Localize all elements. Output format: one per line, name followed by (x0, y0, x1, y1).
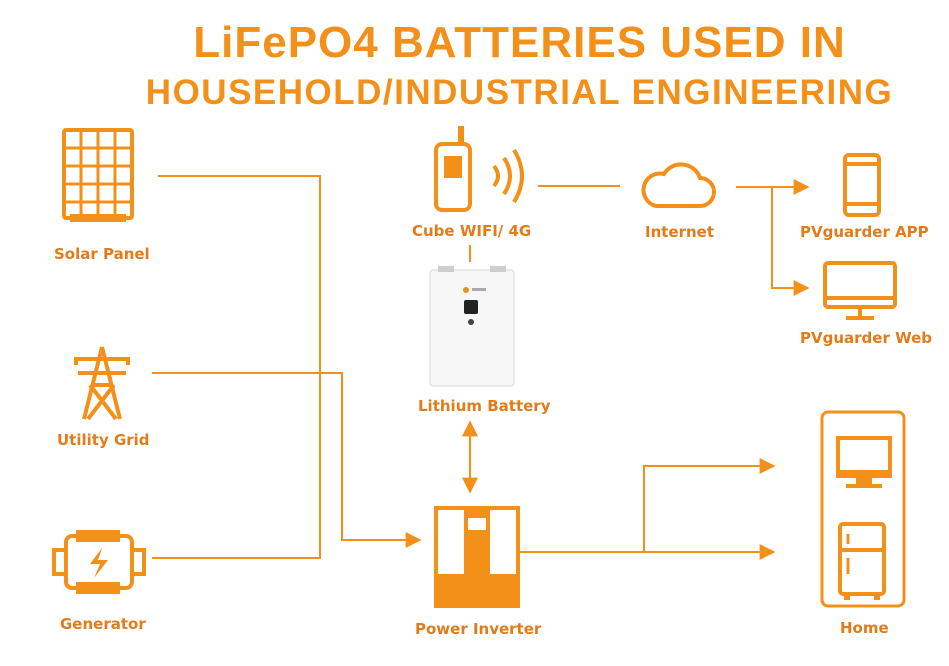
wifi-signal-icon (488, 148, 528, 209)
utility-tower-icon (70, 345, 134, 426)
generator-icon (52, 530, 148, 599)
grid-line (152, 372, 422, 548)
internet-label: Internet (645, 223, 715, 241)
power-inverter-label: Power Inverter (415, 620, 542, 638)
inverter-home-line-upper (643, 458, 776, 552)
monitor-icon (822, 260, 898, 327)
fridge-icon (838, 522, 886, 596)
power-inverter-icon (434, 506, 520, 613)
generator-label: Generator (60, 615, 146, 633)
lithium-battery-icon (428, 266, 516, 393)
solar-panel-label: Solar Panel (54, 245, 150, 263)
internet-web-line (771, 187, 810, 296)
solar-line (152, 175, 321, 559)
phone-icon (842, 152, 882, 223)
solar-panel-icon (60, 126, 136, 229)
cube-wifi-label: Cube WIFI/ 4G (412, 222, 532, 240)
lithium-battery-label: Lithium Battery (418, 397, 551, 415)
home-icon (820, 410, 906, 613)
main-title: LiFePO4 BATTERIES USED IN (193, 18, 846, 67)
pvguarder-web-label: PVguarder Web (800, 329, 932, 347)
walkie-talkie-icon (432, 126, 472, 217)
subtitle: HOUSEHOLD/INDUSTRIAL ENGINEERING (145, 73, 894, 112)
cloud-icon (638, 158, 716, 215)
utility-grid-label: Utility Grid (57, 431, 150, 449)
pvguarder-app-label: PVguarder APP (800, 223, 929, 241)
home-label: Home (840, 619, 889, 637)
